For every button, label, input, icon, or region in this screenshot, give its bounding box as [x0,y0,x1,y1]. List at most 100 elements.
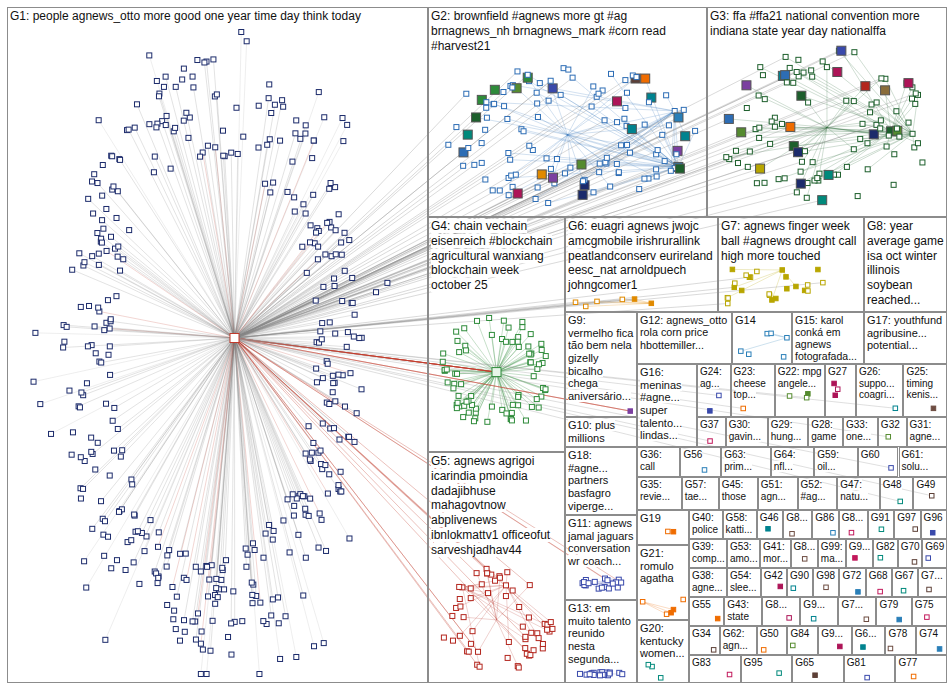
vertex [281,518,286,523]
vertex [191,85,196,90]
group-box: G37 [697,417,726,447]
vertex [623,105,628,110]
vertex [454,125,459,130]
vertex [894,109,899,114]
network-edge [135,128,235,338]
vertex [195,58,200,63]
network-edge [497,585,530,620]
network-edge [632,129,679,167]
vertex [306,513,311,518]
network-edge [760,127,827,168]
vertex [337,437,342,442]
vertex [126,127,131,132]
group-box: G83 [689,655,741,683]
vertex [671,529,676,534]
vertex [592,579,597,584]
vertex [70,430,75,435]
network-edge [235,338,309,426]
vertex [550,626,555,631]
group-box: G29: hung... [768,417,808,447]
vertex [637,187,642,192]
group-label: G8... [794,541,816,552]
vertex [537,81,542,86]
vertex [483,127,488,132]
vertex [340,116,345,121]
group-label: G8... [842,512,864,523]
vertex [134,102,139,107]
vertex [913,101,918,106]
group-box: G32 [878,417,907,447]
network-edge [195,338,234,622]
vertex [258,600,263,605]
group-label: G56 [683,449,702,460]
group-label: G91 [871,512,890,523]
network-edge [462,587,479,666]
vertex [642,176,647,181]
vertex [102,519,107,524]
network-edge [79,253,234,338]
group-box: G53: amo... [727,539,760,568]
network-edge [841,51,891,132]
vertex [110,418,115,423]
vertex [466,146,471,151]
group-label: G31: agne... [910,419,941,442]
vertex [528,360,533,365]
vertex [602,118,607,123]
vertex [208,648,213,653]
vertex [193,564,198,569]
vertex [666,529,671,534]
vertex [241,134,246,139]
group-label: G32 [881,419,900,430]
vertex [171,617,176,622]
network-edge [823,61,913,133]
vertex [90,179,95,184]
group-box: G57: tae... [682,477,719,510]
vertex [99,240,104,245]
vertex [170,584,175,589]
vertex [523,418,528,423]
vertex [456,393,461,398]
vertex [609,71,614,76]
vertex [230,334,239,343]
group-label: G37 [700,419,719,430]
vertex [250,592,255,597]
vertex [536,636,541,641]
vertex [529,404,534,409]
vertex [506,639,511,644]
network-edge [643,602,671,613]
vertex [211,57,216,62]
vertex [445,380,450,385]
vertex [287,550,292,555]
group-label: G72 [842,570,861,581]
vertex [604,155,609,160]
vertex [446,142,451,147]
vertex [784,275,789,280]
vertex [104,206,109,211]
vertex [802,149,807,154]
network-edge [805,134,913,151]
vertex [886,133,891,138]
vertex [597,170,602,175]
vertex [311,440,316,445]
group-label: G54: slee... [730,570,757,593]
vertex [204,672,209,677]
vertex [281,104,286,109]
vertex [475,318,480,323]
vertex [195,611,200,616]
vertex [535,185,540,190]
vertex [860,121,865,126]
network-edge [235,71,518,338]
network-edge [741,338,787,351]
network-edge [235,132,742,338]
vertex [168,166,173,171]
group-label: G18: #agne... partners basfagro viperge.… [568,449,613,512]
vertex [844,98,849,103]
network-edge [568,86,594,134]
vertex [742,81,751,90]
vertex [879,76,884,81]
vertex [205,143,210,148]
network-edge [35,333,234,338]
network-edge [155,338,235,572]
vertex [111,448,116,453]
group-box: G13: em muito talento reunido nesta segu… [565,600,637,683]
